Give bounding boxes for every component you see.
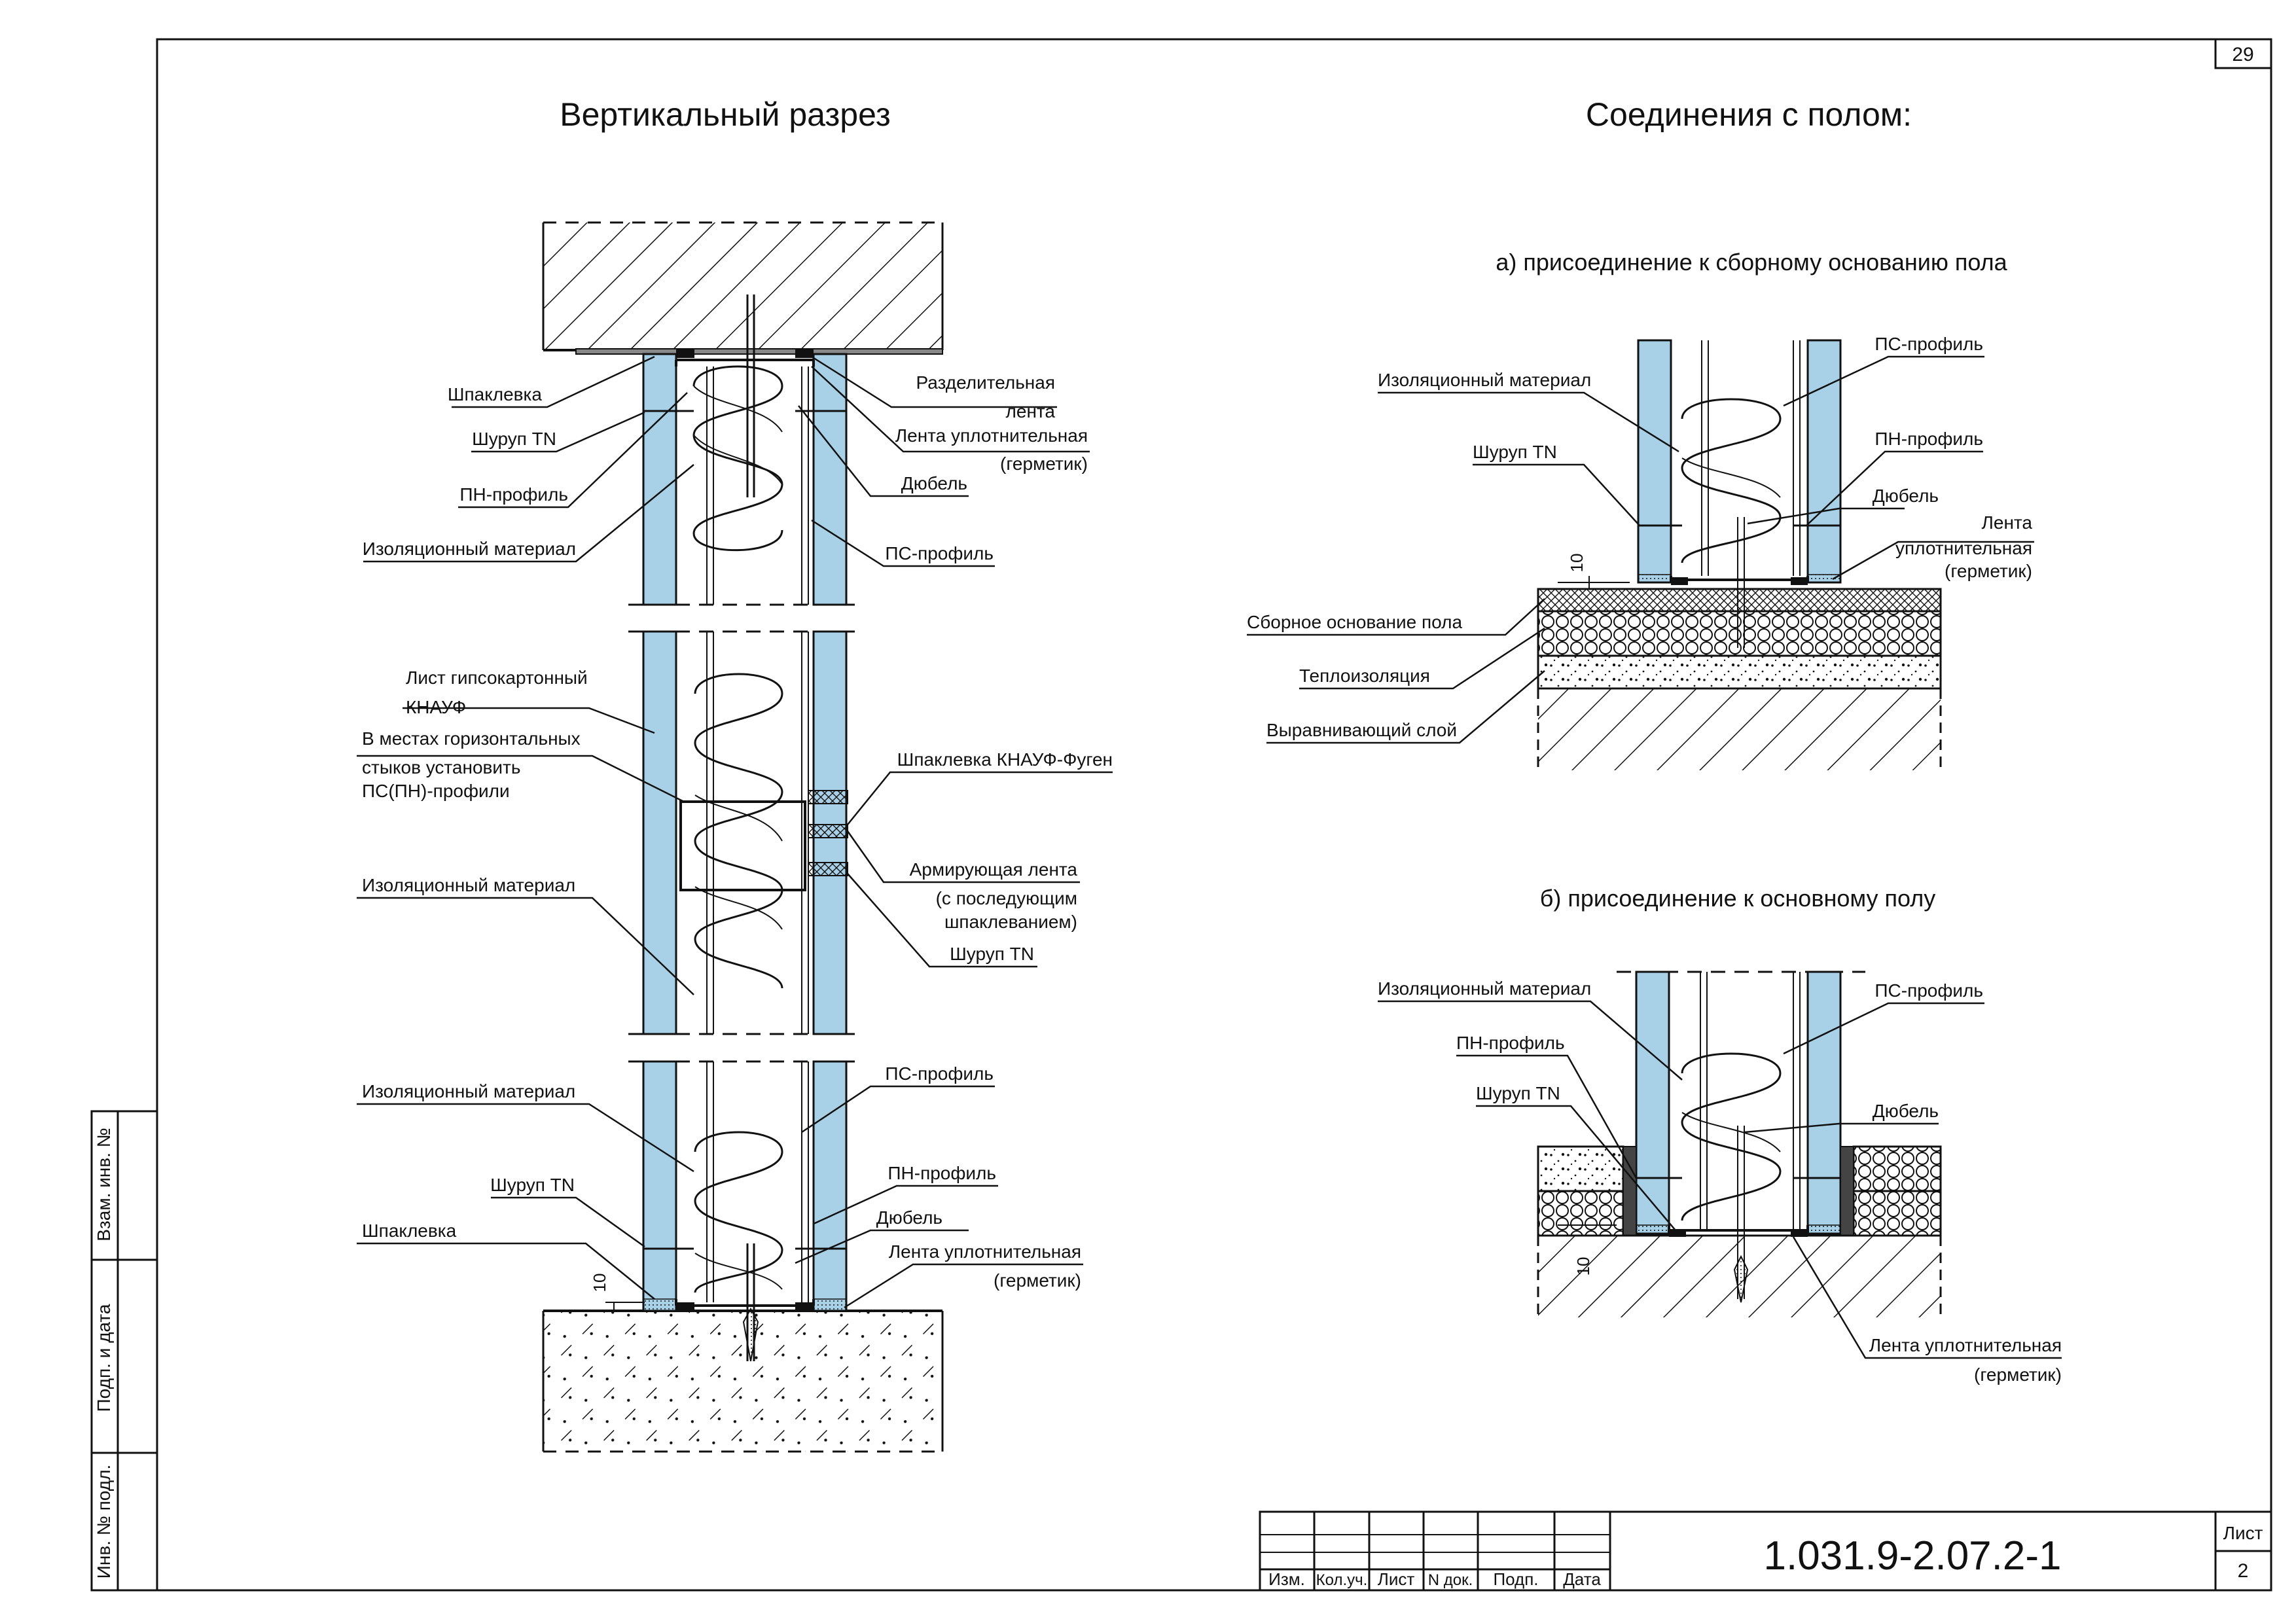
label-shurup-mid: Шуруп TN [950,944,1034,964]
label-shurup-top: Шуруп TN [472,429,556,449]
label-lenta-bot-2: (герметик) [994,1270,1081,1291]
label-insulation-top: Изоляционный материал [363,539,576,559]
a-labels: Изоляционный материал ПС-профиль Шуруп T… [1247,334,2032,740]
b-label-dubel: Дюбель [1873,1101,1939,1121]
label-arm-3: шпаклеванием) [944,912,1077,932]
b-label-pn-profile: ПН-профиль [1456,1033,1565,1053]
a-label-dubel: Дюбель [1873,486,1939,506]
detail-b-drawing [1537,971,1942,1317]
label-insulation-mid: Изоляционный материал [362,875,575,895]
label-gkl-2: КНАУФ [406,697,466,717]
dim-10-left: 10 [590,1274,609,1293]
label-pn-profile-bot: ПН-профиль [888,1163,996,1183]
label-dubel-bot: Дюбель [876,1207,942,1228]
left-leaders [357,355,1113,1309]
a-label-ps-profile: ПС-профиль [1874,334,1983,354]
title-block [1259,1510,2272,1592]
col-ndok: N док. [1428,1571,1473,1589]
dim-10-b: 10 [1573,1257,1593,1276]
title-floor-connections: Соединения с полом: [1586,96,1912,133]
floor-slab [542,1310,944,1453]
a-label-lenta-1: Лента [1982,512,2033,533]
label-lenta-top-1: Лента уплотнительная [895,425,1088,446]
label-ps-profile-bot: ПС-профиль [885,1063,994,1084]
label-horiz-2: стыков установить [362,757,520,777]
left-labels: Шпаклевка Шуруп TN ПН-профиль Изоляционн… [362,372,1113,1291]
label-horiz-1: В местах горизонтальных [362,728,581,749]
label-pn-profile-top: ПН-профиль [459,484,568,505]
label-arm-2: (с последующим [936,888,1077,908]
col-podp: Подп. [1493,1569,1538,1589]
b-label-lenta-1: Лента уплотнительная [1869,1335,2062,1355]
ceiling-slab [542,221,944,355]
wall-segment-bottom [642,1060,848,1362]
stamp-inv: Инв. № подл. [94,1465,114,1578]
a-label-insulation: Изоляционный материал [1378,370,1591,390]
label-lenta-top-2: (герметик) [1000,454,1088,474]
label-gkl-1: Лист гипсокартонный [406,668,588,688]
title-variant-a: а) присоединение к сборному основанию по… [1496,249,2007,276]
sheet-number: 2 [2238,1560,2249,1582]
label-horiz-3: ПС(ПН)-профили [362,781,510,801]
label-arm-1: Армирующая лента [910,859,1078,880]
a-label-pn-profile: ПН-профиль [1874,429,1983,449]
col-izm: Изм. [1268,1569,1305,1589]
b-labels: Изоляционный материал ПС-профиль ПН-проф… [1378,978,2062,1385]
b-label-ps-profile: ПС-профиль [1874,980,1983,1001]
side-stamp: Взам. инв. № Подп. и дата Инв. № подл. [94,1128,114,1578]
label-razdelit-1: Разделительная [916,372,1055,393]
label-shpaklevka-bot: Шпаклевка [362,1221,457,1241]
label-razdelit-2: лента [1006,401,1056,421]
vertical-section-drawing: 10 [542,221,944,1453]
b-leaders [1378,1000,2062,1359]
a-label-teplo: Теплоизоляция [1299,666,1430,686]
label-fugen: Шпаклевка КНАУФ-Фуген [897,749,1113,770]
dim-10-a: 10 [1567,554,1587,573]
stamp-vzam: Взам. инв. № [94,1128,114,1241]
b-label-lenta-2: (герметик) [1974,1364,2062,1385]
a-label-shurup: Шуруп TN [1473,442,1557,462]
label-insulation-bot: Изоляционный материал [362,1081,575,1101]
a-label-lenta-2: уплотнительная [1895,538,2032,558]
b-label-shurup: Шуруп TN [1476,1083,1560,1103]
title-variant-b: б) присоединение к основному полу [1540,885,1936,912]
detail-a-drawing [1537,339,1942,770]
sheet-frame [90,38,2272,1592]
a-label-lenta-3: (герметик) [1945,561,2032,581]
label-dubel-top: Дюбель [901,473,967,493]
b-label-insulation: Изоляционный материал [1378,978,1591,999]
label-shurup-bot: Шуруп TN [490,1175,575,1195]
drawing-code: 1.031.9-2.07.2-1 [1763,1533,2061,1578]
title-vertical-section: Вертикальный разрез [560,96,891,133]
sheet-label: Лист [2223,1523,2263,1543]
page-number: 29 [2232,44,2253,65]
a-leaders [1247,355,2034,744]
a-label-sbornoe: Сборное основание пола [1247,612,1462,632]
dimension-left [605,1302,645,1311]
col-list: Лист [1378,1569,1415,1589]
label-ps-profile-top: ПС-профиль [885,543,994,563]
a-label-vyravn: Выравнивающий слой [1266,720,1457,740]
label-shpaklevka-top: Шпаклевка [448,384,543,404]
label-lenta-bot-1: Лента уплотнительная [889,1241,1081,1262]
stamp-podp: Подп. и дата [94,1304,114,1412]
col-kolich: Кол.уч. [1316,1571,1368,1589]
col-data: Дата [1563,1569,1601,1589]
wall-segment-middle [642,630,848,1035]
